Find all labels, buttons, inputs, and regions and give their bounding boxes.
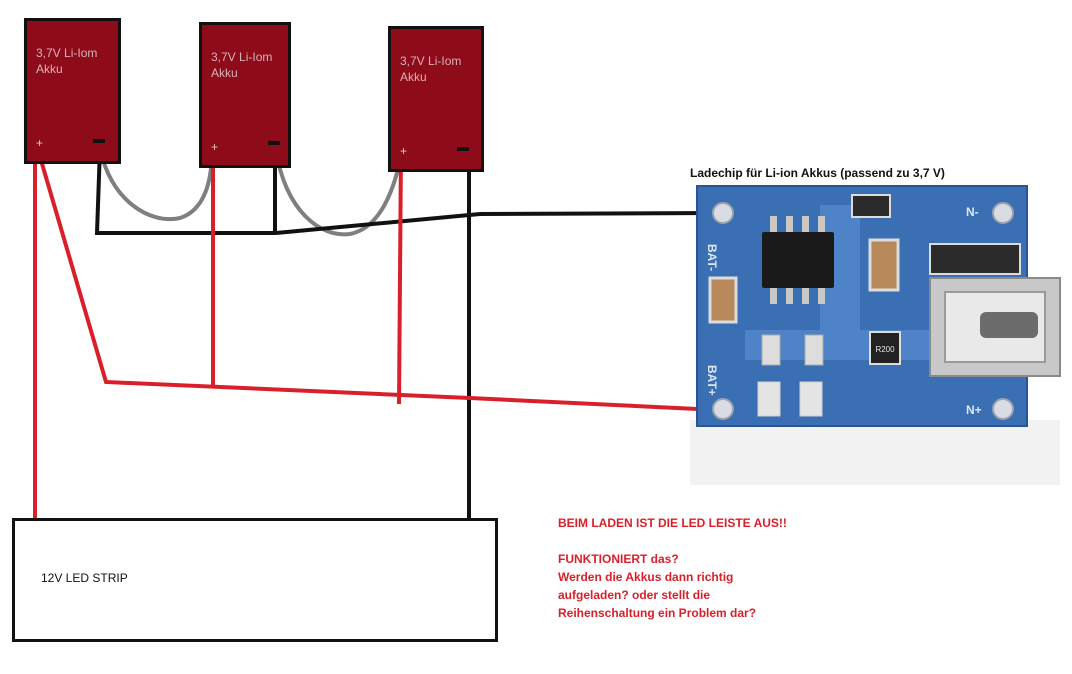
led-strip-box: 12V LED STRIP: [12, 518, 498, 642]
pad-n-minus: [992, 202, 1014, 224]
label-bat-minus: BAT-: [705, 244, 719, 271]
micro-usb-connector: [929, 277, 1061, 377]
minus-terminal: [268, 141, 280, 145]
pad-bat-plus: [712, 398, 734, 420]
charger-shadow: [690, 420, 1060, 485]
component-top: [851, 194, 891, 218]
battery-label: 3,7V Li-Iom Akku: [400, 54, 462, 84]
negative-wire-to-charger: [275, 211, 719, 235]
pad-n-plus: [992, 398, 1014, 420]
note-line-3: Werden die Akkus dann richtig: [558, 570, 734, 584]
notes-block: BEIM LADEN IST DIE LED LEISTE AUS!! FUNK…: [558, 514, 858, 622]
negative-wire-to-led: [460, 146, 471, 518]
label-n-minus: N-: [966, 205, 979, 219]
resistor-small: [804, 334, 824, 366]
resistor-small: [761, 334, 781, 366]
battery-label: 3,7V Li-Iom Akku: [36, 46, 98, 76]
ic-pins: [770, 216, 825, 304]
series-link-wire-2: [274, 149, 404, 237]
minus-terminal: [93, 139, 105, 143]
plus-terminal: +: [400, 144, 408, 158]
component-right: [929, 243, 1021, 275]
note-line-5: Reihenschaltung ein Problem dar?: [558, 606, 757, 620]
battery-2: 3,7V Li-Iom Akku +: [199, 22, 291, 168]
plus-terminal: +: [211, 140, 219, 154]
label-bat-plus: BAT+: [705, 365, 719, 396]
minus-terminal: [457, 147, 469, 151]
negative-wire-bat1: [94, 147, 276, 235]
plus-terminal: +: [36, 136, 44, 150]
charger-ic: [762, 232, 834, 288]
positive-bus: [36, 149, 719, 412]
battery-3: 3,7V Li-Iom Akku +: [388, 26, 484, 172]
positive-wire-bat3: [397, 147, 403, 405]
battery-label: 3,7V Li-Iom Akku: [211, 50, 273, 80]
charger-board: R200 BAT- BAT+ N- N+: [690, 185, 1061, 485]
led-red: [757, 381, 781, 417]
note-line-4: aufgeladen? oder stellt die: [558, 588, 711, 602]
resistor-r200: [869, 331, 901, 365]
label-n-plus: N+: [966, 403, 982, 417]
series-link-wire-1: [98, 147, 214, 222]
note-line-2: FUNKTIONIERT das?: [558, 552, 679, 566]
charger-title: Ladechip für Li-ion Akkus (passend zu 3,…: [690, 166, 945, 180]
resistor-code: R200: [875, 345, 895, 354]
pad-bat-minus: [712, 202, 734, 224]
led-strip-label: 12V LED STRIP: [41, 571, 128, 585]
note-line-1: BEIM LADEN IST DIE LED LEISTE AUS!!: [558, 516, 787, 530]
capacitor-mid: [868, 238, 900, 292]
led-blue: [799, 381, 823, 417]
battery-1: 3,7V Li-Iom Akku +: [24, 18, 121, 164]
note-spacer: [558, 532, 858, 550]
capacitor-left: [708, 276, 738, 324]
